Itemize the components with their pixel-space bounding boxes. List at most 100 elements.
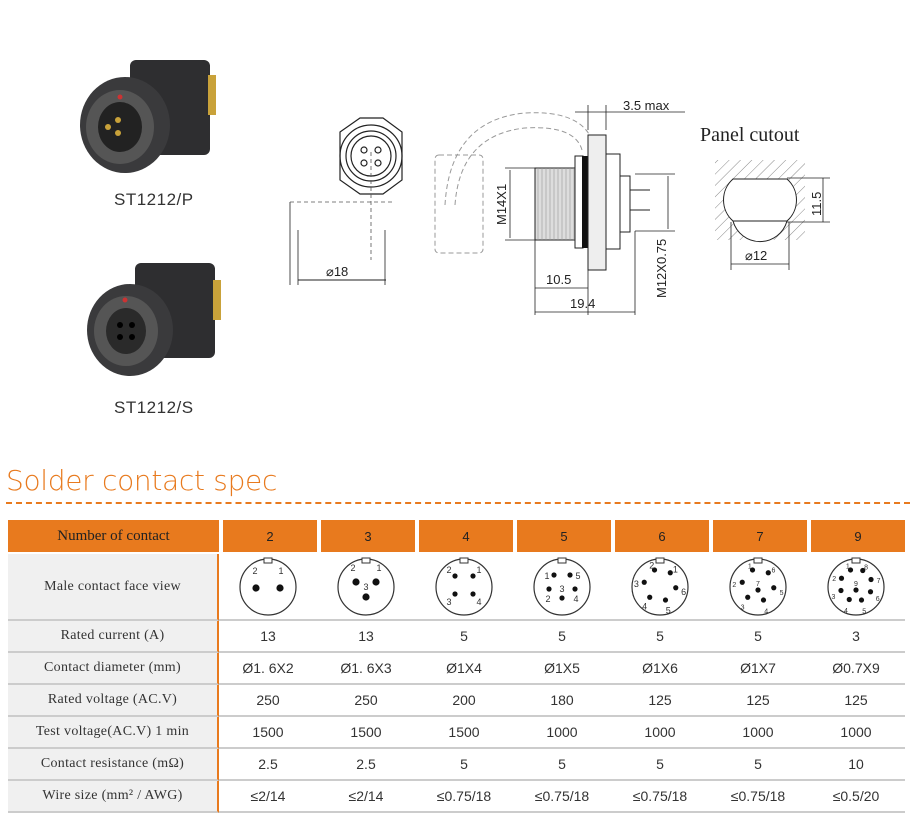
header-contact-5: 5 (513, 520, 611, 554)
cell-value: ≤0.5/20 (807, 781, 905, 813)
diameter-dimension: ⌀18 (326, 264, 348, 279)
pin-number: 1 (846, 563, 850, 570)
pin-dot (867, 589, 874, 595)
pin-dot (372, 578, 380, 586)
cell-value: Ø1X5 (513, 653, 611, 685)
pin-number: 3 (832, 594, 836, 601)
pin-dot (749, 567, 756, 573)
pin-dot (546, 586, 552, 592)
cell-value: 5 (513, 749, 611, 781)
pin-number: 6 (876, 596, 880, 603)
cell-value: 125 (709, 685, 807, 717)
cell-value: 5 (513, 621, 611, 653)
pin-dot (667, 570, 673, 576)
cell-value: Ø1X4 (415, 653, 513, 685)
cell-value: ≤0.75/18 (709, 781, 807, 813)
cell-value: ≤0.75/18 (611, 781, 709, 813)
cell-value: 3 (807, 621, 905, 653)
panel-max-dimension: 3.5 max (623, 98, 670, 113)
cell-value: 5 (611, 621, 709, 653)
cell-value: Ø1X6 (611, 653, 709, 685)
rear-thread-dimension: M12X0.75 (654, 239, 669, 298)
pin-dot (868, 576, 874, 583)
cell-value: 1500 (219, 717, 317, 749)
panel-cutout-drawing: 11.5 ⌀12 (715, 160, 830, 270)
pin-number: 1 (278, 566, 283, 576)
pin-dot (739, 579, 745, 585)
row-label: Rated current (A) (8, 621, 219, 653)
title-divider (6, 502, 910, 504)
pin-number: 4 (476, 597, 481, 607)
cell-value: 1500 (317, 717, 415, 749)
pin-number: 6 (681, 587, 686, 597)
pin-number: 5 (780, 590, 784, 597)
row-label: Wire size (mm² / AWG) (8, 781, 219, 813)
pin-dot (362, 593, 370, 601)
pin-dot (765, 570, 771, 576)
header-contact-2: 2 (219, 520, 317, 554)
cell-value: 1000 (611, 717, 709, 749)
pin-number: 1 (748, 563, 752, 570)
cell-value: 1000 (709, 717, 807, 749)
section-title: Solder contact spec (6, 464, 278, 497)
cell-value: ≤0.75/18 (415, 781, 513, 813)
cell-value: Ø1. 6X3 (317, 653, 415, 685)
pin-dot (470, 573, 476, 579)
pin-dot (858, 597, 865, 603)
cell-value: 13 (317, 621, 415, 653)
cutout-height-dimension: 11.5 (809, 192, 824, 216)
pin-dot (276, 584, 284, 592)
header-contact-4: 4 (415, 520, 513, 554)
socket-photo (87, 263, 221, 376)
pin-number: 5 (862, 609, 866, 616)
header-contact-7: 7 (709, 520, 807, 554)
pin-dot (838, 575, 845, 581)
cell-value: 5 (709, 749, 807, 781)
cell-value: 250 (317, 685, 415, 717)
cell-value: 13 (219, 621, 317, 653)
table-row: Wire size (mm² / AWG)≤2/14≤2/14≤0.75/18≤… (8, 781, 905, 813)
length-b-dimension: 19.4 (570, 296, 595, 311)
pin-number: 4 (642, 601, 647, 611)
pin-dot (252, 584, 260, 592)
pin-number: 4 (844, 608, 848, 615)
row-label: Male contact face view (8, 554, 219, 621)
cell-value: Ø0.7X9 (807, 653, 905, 685)
pin-dot (673, 585, 679, 591)
pin-dot (745, 594, 751, 600)
pin-number: 1 (673, 565, 678, 575)
pin-number: 1 (376, 563, 381, 573)
cell-value: 1000 (807, 717, 905, 749)
pin-dot (452, 573, 458, 579)
cell-value: 5 (709, 621, 807, 653)
pin-number: 7 (877, 578, 881, 585)
pin-dot (567, 572, 573, 578)
cell-value: 1000 (513, 717, 611, 749)
pin-number: 2 (732, 582, 736, 589)
pin-number: 1 (544, 571, 549, 581)
pin-dot (860, 567, 866, 574)
row-label: Contact resistance (mΩ) (8, 749, 219, 781)
pin-number: 7 (756, 581, 760, 588)
pin-dot (662, 597, 669, 603)
pin-dot (452, 591, 458, 597)
pin-dot (760, 597, 767, 603)
length-a-dimension: 10.5 (546, 272, 571, 287)
pin-dot (755, 587, 761, 593)
pin-number: 2 (832, 576, 836, 583)
